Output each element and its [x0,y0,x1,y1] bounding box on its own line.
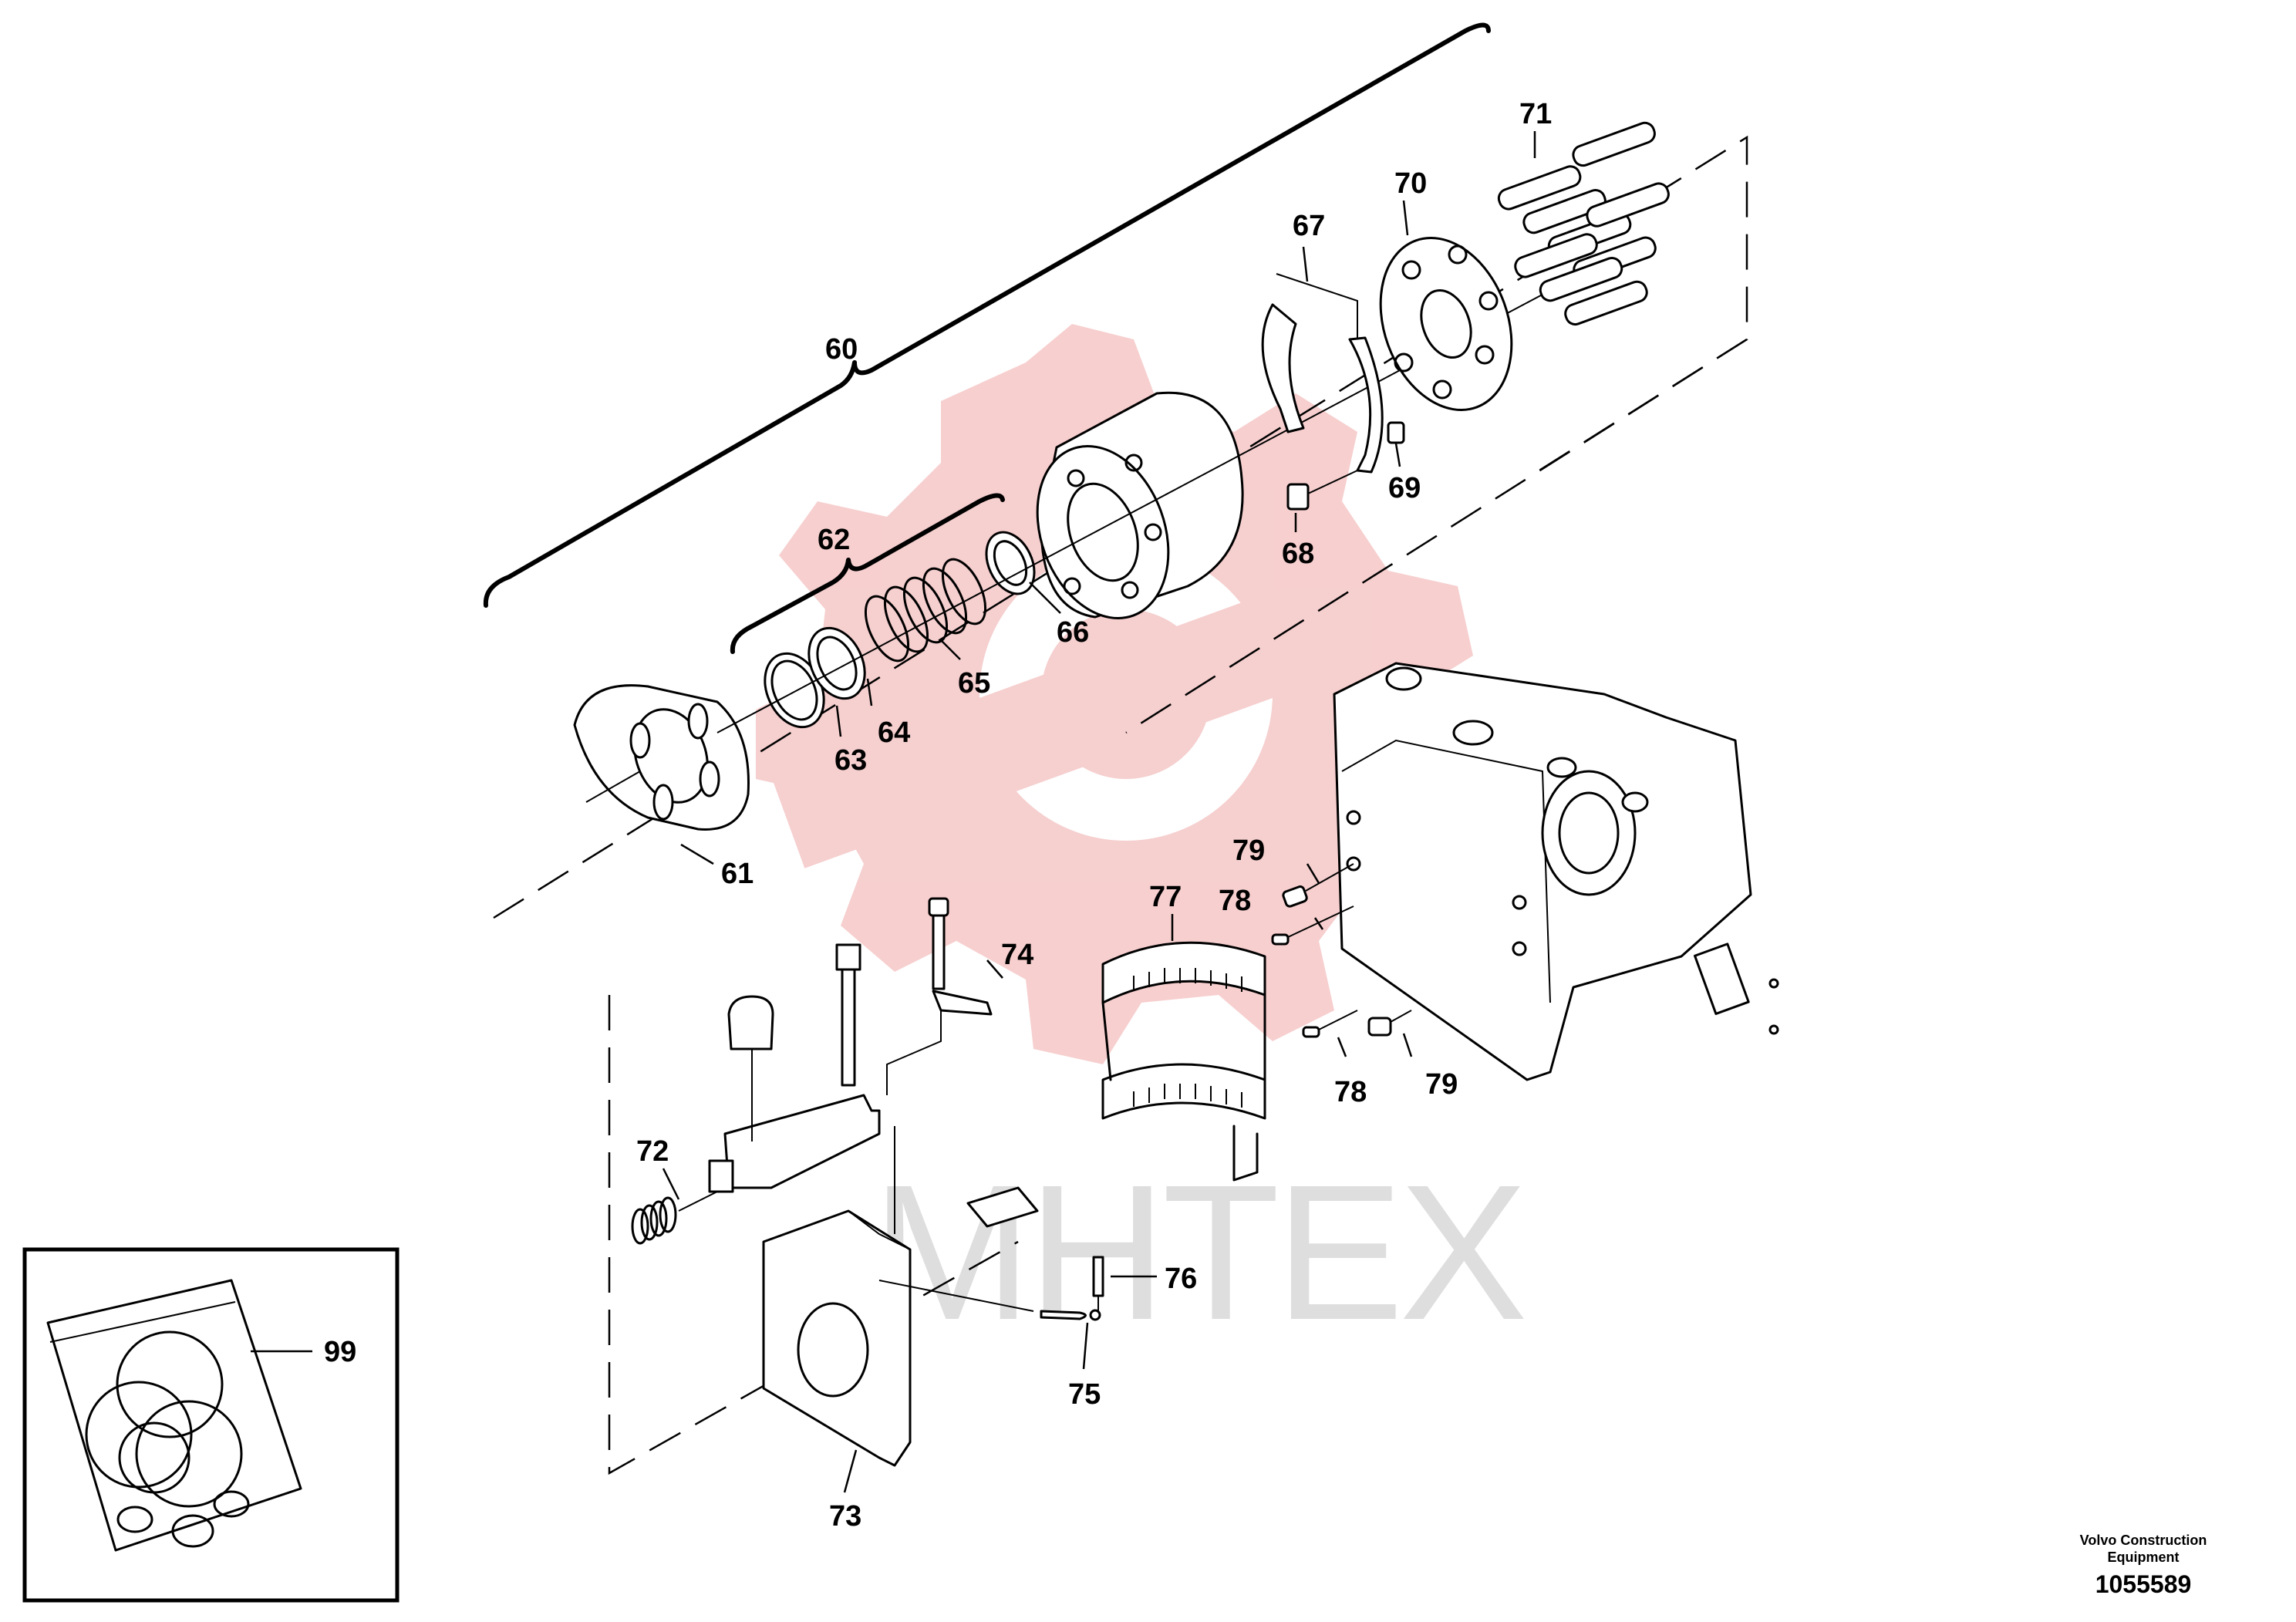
part-68-screw [1286,470,1358,511]
callout-labels: 60 61 62 63 64 65 66 67 68 69 70 71 72 7… [324,98,1552,1533]
part-78-screw-upper [1271,905,1354,946]
callout-77: 77 [1149,881,1182,913]
part-76-pin [1092,1256,1104,1311]
callout-70: 70 [1394,167,1427,200]
brace-62 [730,493,1005,654]
callout-65: 65 [958,667,990,700]
part-75-pin-clip [1040,1309,1101,1321]
callout-72: 72 [636,1135,669,1168]
part-77-cage [1101,941,1266,1182]
cylinder-block [1036,391,1244,619]
watermark-text: MHTEX [872,1145,1524,1360]
pump-housing [1333,662,1779,1081]
callout-61: 61 [721,858,754,890]
part-74-lever [886,897,993,1095]
callout-99: 99 [324,1336,356,1368]
part-79-plug-lower [1367,1010,1412,1037]
callout-69: 69 [1388,472,1421,504]
callout-79-upper: 79 [1232,835,1265,867]
callout-74: 74 [1001,939,1033,971]
part-73-bracket [762,1209,1034,1467]
publisher-block: Volvo Construction Equipment 1055589 [2020,1532,2267,1599]
hex-bolt [835,943,861,1087]
callout-64: 64 [878,717,910,749]
callout-76: 76 [1165,1263,1197,1295]
callout-68: 68 [1282,538,1314,570]
callout-63: 63 [834,744,867,777]
part-63-ring [764,652,825,729]
part-65-spring [864,558,987,663]
part-67-swash-plate [1261,273,1384,474]
part-79-plug-upper [1282,863,1354,908]
part-71-pistons [1497,121,1670,326]
part-72-regulator-assembly [631,995,881,1245]
callout-62: 62 [818,524,850,556]
callout-75: 75 [1068,1378,1101,1411]
doc-number: 1055589 [2095,1570,2192,1598]
part-69-pin [1387,421,1405,444]
callout-71: 71 [1519,98,1552,130]
callout-66: 66 [1057,616,1089,649]
seal-kit-box-99 [22,1247,400,1603]
brand-line-2: Equipment [2107,1549,2180,1565]
callout-67: 67 [1293,210,1325,242]
part-61-flange-plate [573,684,750,831]
pad-plate [894,1126,1039,1234]
callout-78-upper: 78 [1219,885,1251,917]
brand-line-1: Volvo Construction [2079,1533,2207,1548]
part-66-ring [985,531,1036,595]
callout-60: 60 [825,333,858,366]
leader-lines [251,131,1536,1493]
callout-73: 73 [829,1500,861,1533]
callout-78-lower: 78 [1334,1076,1367,1108]
brace-60 [483,22,1491,608]
part-78-screw-lower [1302,1010,1358,1038]
callout-79-lower: 79 [1425,1068,1458,1101]
part-64-ring [807,626,866,700]
part-70-valve-plate [1379,237,1513,411]
